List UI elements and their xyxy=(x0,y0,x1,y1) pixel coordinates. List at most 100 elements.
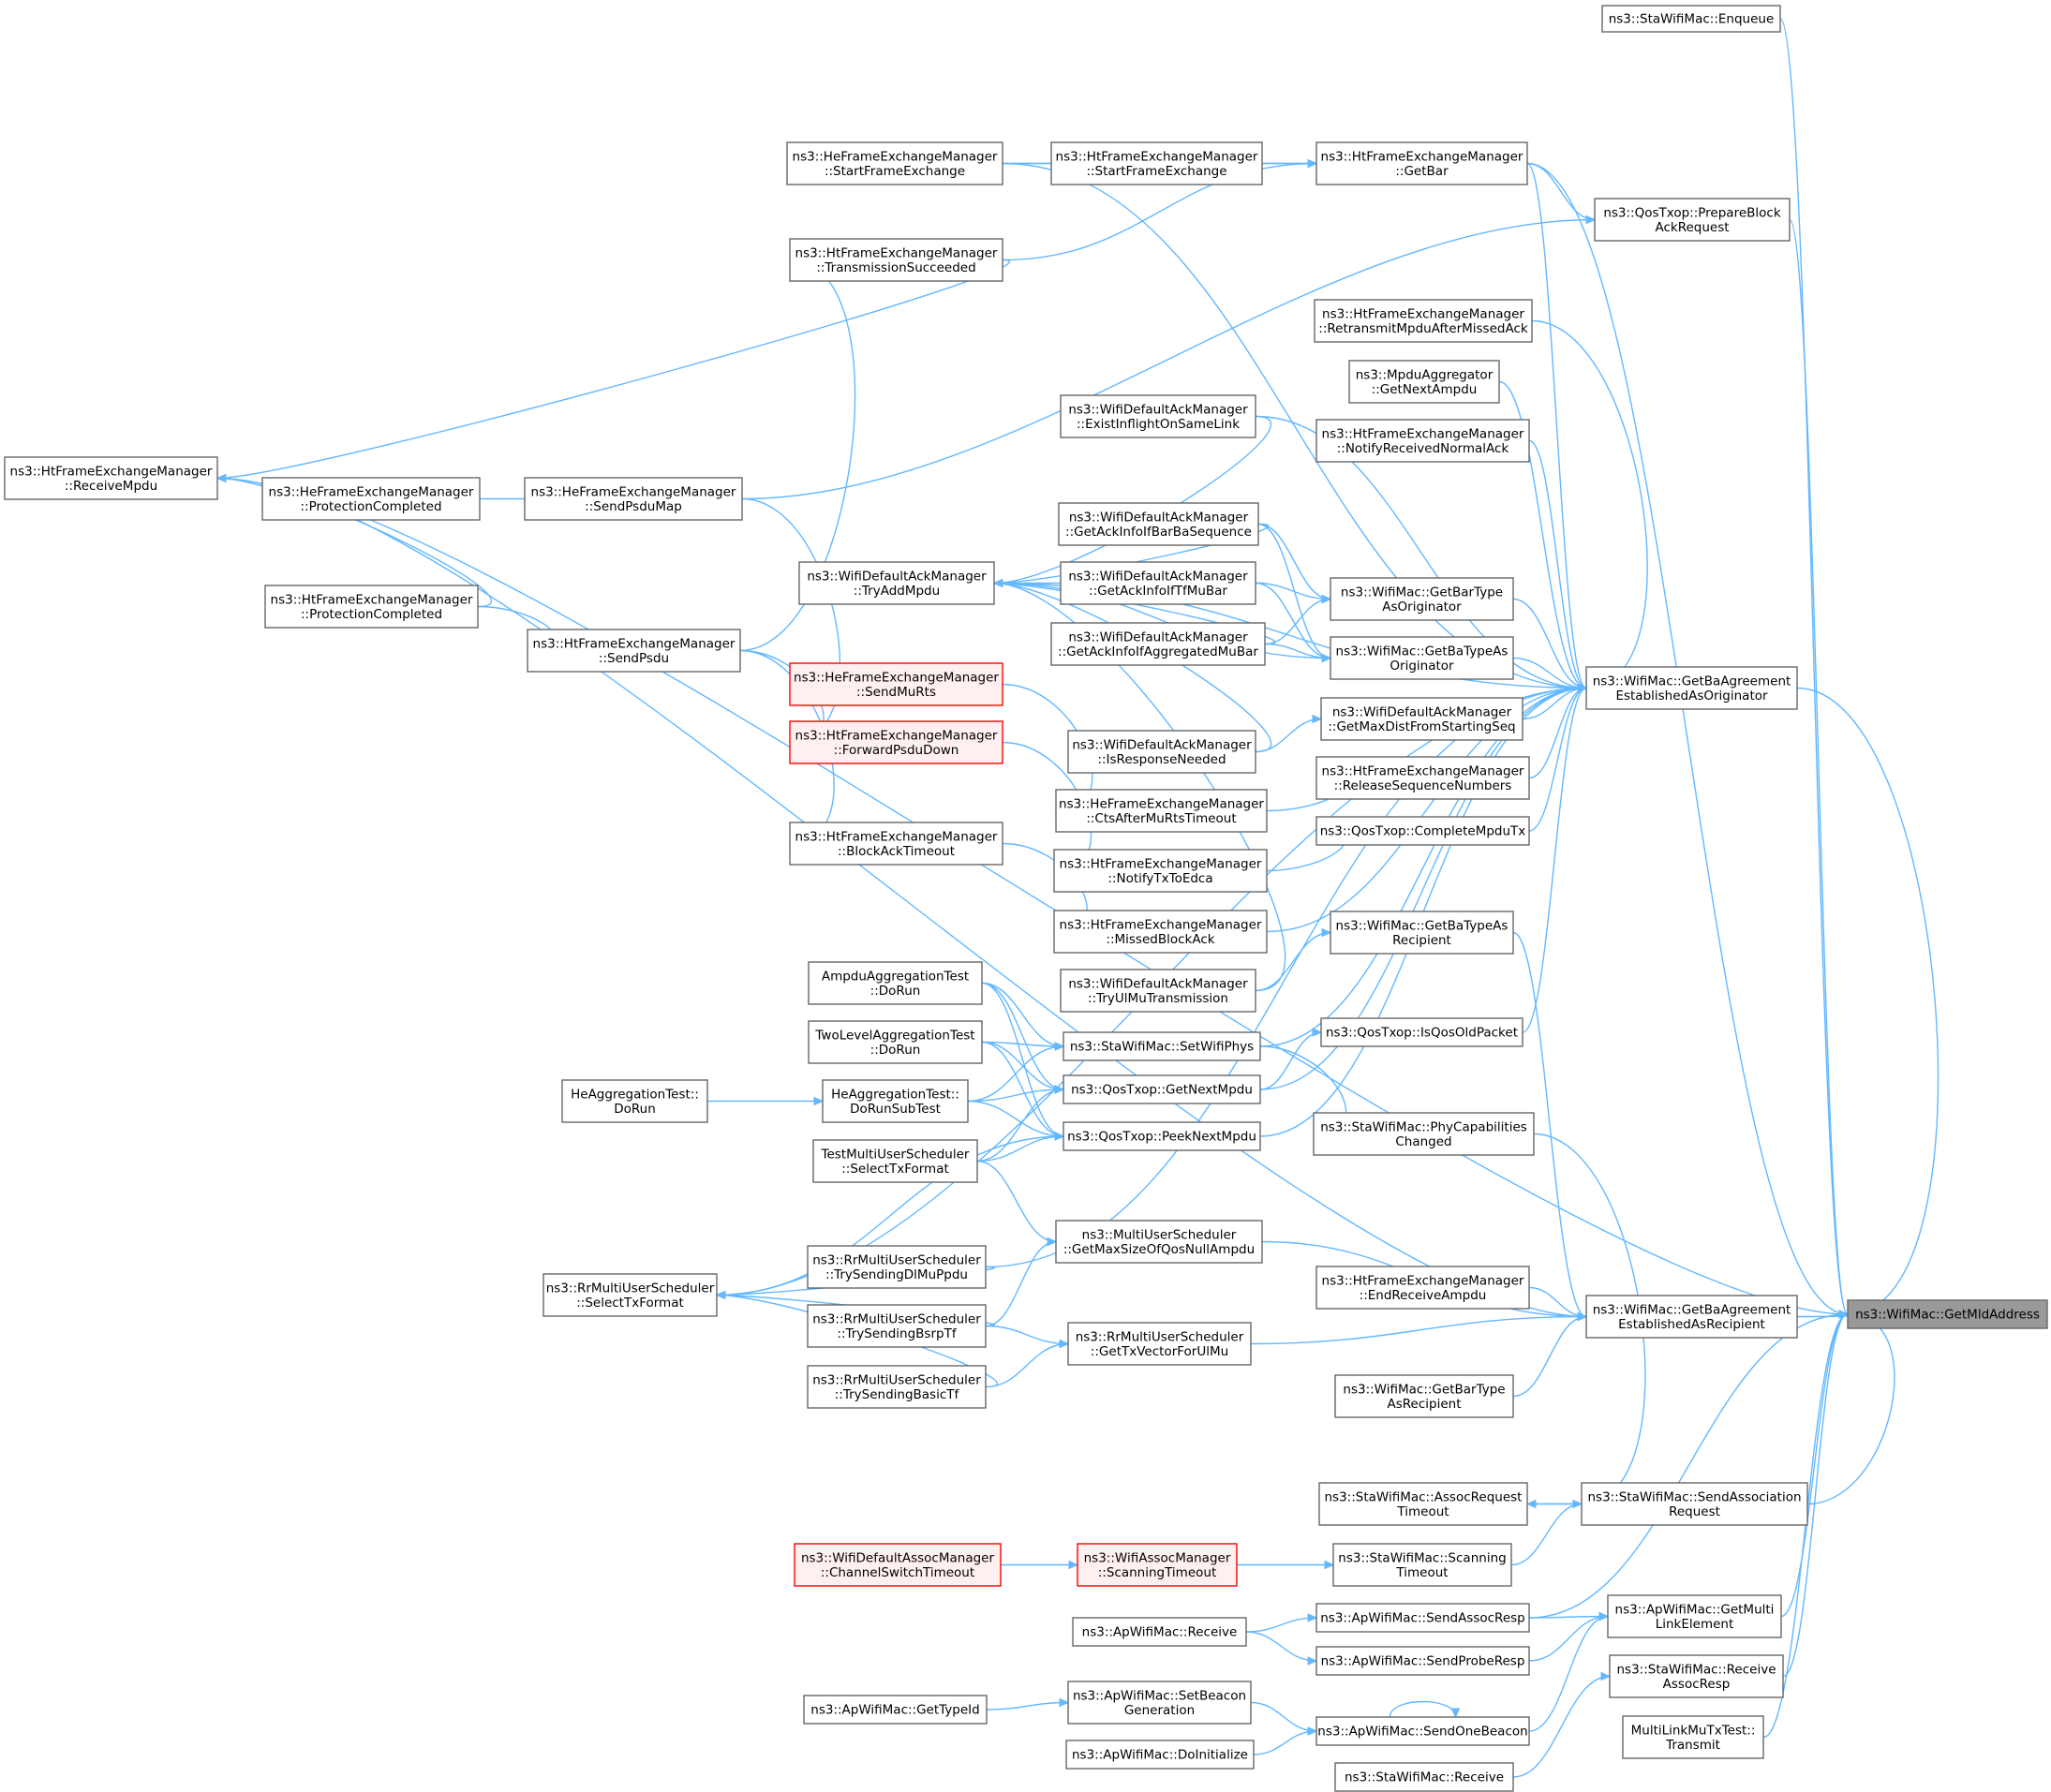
node-releaseSeq[interactable]: ns3::HtFrameExchangeManager::ReleaseSequ… xyxy=(1315,756,1530,800)
node-sendProbeResp[interactable]: ns3::ApWifiMac::SendProbeResp xyxy=(1315,1646,1530,1676)
node-setWifiPhys[interactable]: ns3::StaWifiMac::SetWifiPhys xyxy=(1063,1031,1261,1061)
node-completeMpduTx[interactable]: ns3::QosTxop::CompleteMpduTx xyxy=(1315,816,1530,846)
node-label: TestMultiUserScheduler xyxy=(821,1147,970,1162)
node-sendAssocResp[interactable]: ns3::ApWifiMac::SendAssocResp xyxy=(1315,1603,1530,1633)
node-box xyxy=(1072,1617,1247,1647)
node-blockAckTimeout[interactable]: ns3::HtFrameExchangeManager::BlockAckTim… xyxy=(789,822,1003,866)
node-retransmit[interactable]: ns3::HtFrameExchangeManager::RetransmitM… xyxy=(1314,299,1533,343)
node-staRecv[interactable]: ns3::StaWifiMac::Receive xyxy=(1334,1762,1514,1792)
node-notifyTxEdca[interactable]: ns3::HtFrameExchangeManager::NotifyTxToE… xyxy=(1053,849,1268,893)
node-isRespNeeded[interactable]: ns3::WifiDefaultAckManager::IsResponseNe… xyxy=(1067,730,1256,774)
node-htRecvMpdu[interactable]: ns3::HtFrameExchangeManager::ReceiveMpdu xyxy=(4,456,218,500)
node-ackTfMuBar[interactable]: ns3::WifiDefaultAckManager::GetAckInfoIf… xyxy=(1060,561,1256,605)
edge-line xyxy=(1255,931,1331,992)
node-trySendBasic[interactable]: ns3::RrMultiUserScheduler::TrySendingBas… xyxy=(807,1365,987,1409)
node-notifyNormalAck[interactable]: ns3::HtFrameExchangeManager::NotifyRecei… xyxy=(1315,419,1530,463)
node-twoLevelTest[interactable]: TwoLevelAggregationTest::DoRun xyxy=(808,1020,983,1064)
node-heStartFE[interactable]: ns3::HeFrameExchangeManager::StartFrameE… xyxy=(786,141,1003,185)
node-heSendPsduMap[interactable]: ns3::HeFrameExchangeManager::SendPsduMap xyxy=(524,477,743,521)
edge-apGetTypeId-to-setBeaconGen xyxy=(986,1697,1070,1711)
node-label: ns3::HtFrameExchangeManager xyxy=(795,245,998,260)
node-maxSizeQosNull[interactable]: ns3::MultiUserScheduler::GetMaxSizeOfQos… xyxy=(1055,1220,1263,1264)
edge-line xyxy=(993,582,1276,645)
node-peekNextMpdu[interactable]: ns3::QosTxop::PeekNextMpdu xyxy=(1063,1121,1261,1151)
node-ampduTest[interactable]: AmpduAggregationTest::DoRun xyxy=(808,961,983,1005)
node-label: ::GetTxVectorForUlMu xyxy=(1091,1344,1228,1359)
node-existInflight[interactable]: ns3::WifiDefaultAckManager::ExistInfligh… xyxy=(1060,394,1256,438)
node-label: ns3::WifiDefaultAckManager xyxy=(1068,569,1248,584)
edge-line xyxy=(1522,687,1587,1033)
edge-ampduTest-to-setWifiPhys xyxy=(981,982,1065,1051)
node-tryUlMu[interactable]: ns3::WifiDefaultAckManager::TryUlMuTrans… xyxy=(1060,969,1256,1013)
edge-arrowhead xyxy=(1525,1499,1537,1509)
node-apRecv[interactable]: ns3::ApWifiMac::Receive xyxy=(1072,1617,1247,1647)
node-box xyxy=(822,1079,969,1123)
node-heAggDoRun[interactable]: HeAggregationTest::DoRun xyxy=(561,1079,708,1123)
node-rrSelectTx[interactable]: ns3::RrMultiUserScheduler::SelectTxForma… xyxy=(542,1273,718,1317)
node-label: ns3::HeFrameExchangeManager xyxy=(1059,796,1264,811)
node-sendMuRts[interactable]: ns3::HeFrameExchangeManager::SendMuRts xyxy=(789,662,1003,706)
node-txVectorUlMu[interactable]: ns3::RrMultiUserScheduler::GetTxVectorFo… xyxy=(1067,1322,1252,1366)
node-getNextMpdu[interactable]: ns3::QosTxop::GetNextMpdu xyxy=(1063,1074,1261,1104)
edge-line xyxy=(1250,1315,1587,1345)
node-ctsAfterMuRts[interactable]: ns3::HeFrameExchangeManager::CtsAfterMuR… xyxy=(1055,789,1268,833)
node-missedBA[interactable]: ns3::HtFrameExchangeManager::MissedBlock… xyxy=(1053,910,1268,954)
edge-heSendPsduMap-to-prepareBAR xyxy=(741,215,1597,500)
edge-arrowhead xyxy=(715,1290,726,1300)
node-target[interactable]: ns3::WifiMac::GetMldAddress xyxy=(1847,1299,2048,1329)
node-tryAddMpdu[interactable]: ns3::WifiDefaultAckManager::TryAddMpdu xyxy=(798,561,995,605)
node-box xyxy=(1055,1220,1263,1264)
node-label: ::ReceiveMpdu xyxy=(65,479,157,494)
node-label: ns3::HeFrameExchangeManager xyxy=(531,484,736,499)
node-box xyxy=(1330,577,1514,621)
edge-peekNextMpdu-to-estOrig xyxy=(1259,683,1588,1137)
node-estRecip[interactable]: ns3::WifiMac::GetBaAgreementEstablishedA… xyxy=(1585,1295,1798,1339)
node-estOrig[interactable]: ns3::WifiMac::GetBaAgreementEstablishedA… xyxy=(1585,666,1798,710)
node-trySendDlMu[interactable]: ns3::RrMultiUserScheduler::TrySendingDlM… xyxy=(807,1245,987,1289)
node-isQosOld[interactable]: ns3::QosTxop::IsQosOldPacket xyxy=(1320,1017,1523,1047)
edge-line xyxy=(1528,1615,1609,1619)
node-label: ns3::ApWifiMac::DoInitialize xyxy=(1072,1748,1248,1763)
node-maxDist[interactable]: ns3::WifiDefaultAckManager::GetMaxDistFr… xyxy=(1320,697,1523,741)
node-mlTransmit[interactable]: MultiLinkMuTxTest::Transmit xyxy=(1622,1715,1764,1759)
node-heAggSub[interactable]: HeAggregationTest::DoRunSubTest xyxy=(822,1079,969,1123)
node-enqueue[interactable]: ns3::StaWifiMac::Enqueue xyxy=(1601,5,1781,33)
edge-isRespNeeded-to-maxDist xyxy=(1255,714,1323,753)
node-scanTimeout[interactable]: ns3::StaWifiMac::ScanningTimeout xyxy=(1332,1543,1512,1587)
node-getBar[interactable]: ns3::HtFrameExchangeManager::GetBar xyxy=(1315,141,1528,185)
node-forwardPsdu[interactable]: ns3::HtFrameExchangeManager::ForwardPsdu… xyxy=(789,720,1003,764)
node-label: ::SelectTxFormat xyxy=(576,1296,684,1311)
node-apGetTypeId[interactable]: ns3::ApWifiMac::GetTypeId xyxy=(803,1695,988,1725)
node-htSendPsdu[interactable]: ns3::HtFrameExchangeManager::SendPsdu xyxy=(527,629,741,673)
node-doInit[interactable]: ns3::ApWifiMac::DoInitialize xyxy=(1065,1740,1255,1770)
node-getNextAmpdu[interactable]: ns3::MpduAggregator::GetNextAmpdu xyxy=(1348,360,1500,404)
node-defAssocChanSw[interactable]: ns3::WifiDefaultAssocManager::ChannelSwi… xyxy=(794,1543,1002,1587)
node-htStartFE[interactable]: ns3::HtFrameExchangeManager::StartFrameE… xyxy=(1050,141,1263,185)
edge-sendProbeResp-to-getMultiLink xyxy=(1528,1611,1610,1662)
node-htProtComp[interactable]: ns3::HtFrameExchangeManager::ProtectionC… xyxy=(264,585,479,629)
edge-arrowhead xyxy=(1307,1726,1318,1736)
node-label: ns3::WifiDefaultAckManager xyxy=(1068,402,1248,417)
node-ackAggMuBar[interactable]: ns3::WifiDefaultAckManager::GetAckInfoIf… xyxy=(1050,622,1266,666)
node-sendOneBeacon[interactable]: ns3::ApWifiMac::SendOneBeacon xyxy=(1315,1716,1530,1746)
node-wifiScanTimeout[interactable]: ns3::WifiAssocManager::ScanningTimeout xyxy=(1077,1543,1238,1587)
node-ackBarBa[interactable]: ns3::WifiDefaultAckManager::GetAckInfoIf… xyxy=(1058,502,1259,546)
node-heProtComp[interactable]: ns3::HeFrameExchangeManager::ProtectionC… xyxy=(261,477,481,521)
node-endRecvAmpdu[interactable]: ns3::HtFrameExchangeManager::EndReceiveA… xyxy=(1315,1266,1530,1310)
node-testSelectTx[interactable]: TestMultiUserScheduler::SelectTxFormat xyxy=(812,1139,978,1183)
node-transSucc[interactable]: ns3::HtFrameExchangeManager::Transmissio… xyxy=(789,238,1003,282)
node-box xyxy=(1607,1594,1782,1638)
node-trySendBsrp[interactable]: ns3::RrMultiUserScheduler::TrySendingBsr… xyxy=(807,1304,987,1348)
node-box xyxy=(1330,911,1514,955)
